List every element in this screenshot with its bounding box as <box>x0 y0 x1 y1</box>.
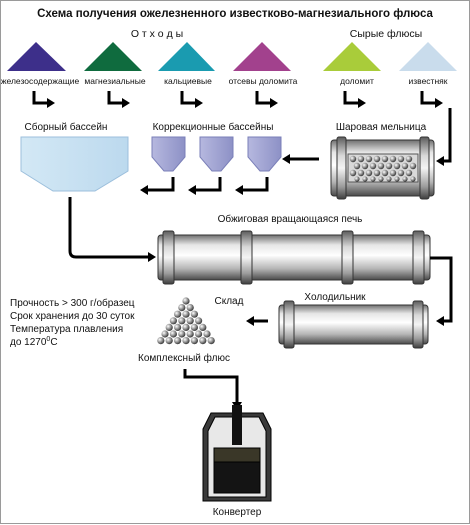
flux-pellet <box>157 337 165 345</box>
material-pile-limestone <box>399 42 457 71</box>
flux-pellet <box>186 317 194 325</box>
correction-basin-2 <box>199 136 234 172</box>
correction-basins-label: Коррекционные бассейны <box>153 121 274 133</box>
melting-value-number: до 1270 <box>10 337 47 348</box>
flux-pellet <box>207 337 215 345</box>
collector-basin <box>20 136 129 192</box>
material-label-calcium: кальциевые <box>164 76 212 86</box>
flux-pellet-pile <box>157 297 215 345</box>
flux-pellet <box>186 330 194 338</box>
raw-to-mill-arrowhead <box>436 156 444 166</box>
flux-pellet <box>182 337 190 345</box>
basin-to-kiln-arrow <box>68 197 149 259</box>
flux-pellet <box>169 330 177 338</box>
converter <box>202 405 272 502</box>
flux-pellet <box>182 323 190 331</box>
basin-transfer-arrowheads <box>140 185 243 195</box>
cooler-to-warehouse-arrowhead <box>246 316 254 326</box>
flux-pellet <box>182 297 190 305</box>
property-melting-label: Температура плавления <box>10 324 123 335</box>
flux-to-converter-arrow <box>183 369 239 403</box>
cooler <box>278 300 429 349</box>
material-pile-dolomite <box>323 42 381 71</box>
kiln-to-cooler-arrowhead <box>436 316 444 326</box>
flux-pellet <box>186 304 194 312</box>
kiln-label: Обжиговая вращающаяся печь <box>218 213 363 225</box>
flux-pellet <box>203 330 211 338</box>
material-label-dolomite: доломит <box>340 76 374 86</box>
flux-pellet <box>195 330 203 338</box>
melting-degree-sup: 0 <box>46 336 50 343</box>
material-pile-dolomite-screenings <box>233 42 291 71</box>
property-strength: Прочность > 300 г/образец <box>10 297 135 309</box>
flux-pellet <box>199 323 207 331</box>
flux-pellet <box>169 317 177 325</box>
flux-pellet <box>178 304 186 312</box>
flux-pellet <box>161 330 169 338</box>
flux-pellet <box>178 330 186 338</box>
flux-pellet <box>174 310 182 318</box>
flux-pellet <box>199 337 207 345</box>
collector-basin-label: Сборный бассейн <box>25 121 108 133</box>
raw-to-mill-arrow <box>443 108 452 163</box>
material-label-magnesian: магнезиальные <box>84 76 145 86</box>
material-label-limestone: известняк <box>409 76 448 86</box>
flux-pellet <box>190 310 198 318</box>
converter-label: Конвертер <box>213 507 262 518</box>
property-melting-value: до 12700С <box>10 336 58 348</box>
flux-pellet <box>174 337 182 345</box>
flux-pellet <box>174 323 182 331</box>
melting-unit: С <box>50 337 57 348</box>
material-pile-calcium <box>158 42 215 71</box>
flux-pellet <box>178 317 186 325</box>
warehouse-label: Склад <box>215 296 244 307</box>
flux-pellet <box>190 323 198 331</box>
rotary-kiln <box>157 230 431 285</box>
flux-pellet <box>190 337 198 345</box>
kiln-to-cooler-arrow <box>430 256 453 323</box>
ball-mill <box>330 136 435 200</box>
flux-pellet <box>165 323 173 331</box>
material-pile-iron <box>7 42 66 71</box>
correction-basin-1 <box>151 136 186 172</box>
feed-arrowheads <box>47 98 443 108</box>
mill-to-basins-arrowhead <box>282 154 290 164</box>
cooler-label: Холодильник <box>304 292 366 303</box>
material-label-iron: железосодержащие <box>1 76 79 86</box>
basin-transfer-arrows <box>147 177 269 192</box>
flux-pellet <box>195 317 203 325</box>
flux-pellet <box>182 310 190 318</box>
material-label-dolomite-screenings: отсевы доломита <box>229 76 298 86</box>
material-pile-magnesian <box>84 42 142 71</box>
feed-arrows <box>32 91 435 105</box>
basin-to-kiln-arrowhead <box>148 252 156 262</box>
complex-flux-label: Комплексный флюс <box>138 352 230 364</box>
flux-pellet <box>165 337 173 345</box>
property-storage: Срок хранения до 30 суток <box>10 311 135 322</box>
mill-grinding-balls <box>349 155 417 182</box>
waste-group-label: О т х о д ы <box>131 28 183 40</box>
ball-mill-label: Шаровая мельница <box>336 122 427 133</box>
raw-flux-group-label: Сырые флюсы <box>350 28 422 40</box>
diagram-title: Схема получения ожелезненного известково… <box>37 8 433 20</box>
correction-basin-3 <box>247 136 282 172</box>
